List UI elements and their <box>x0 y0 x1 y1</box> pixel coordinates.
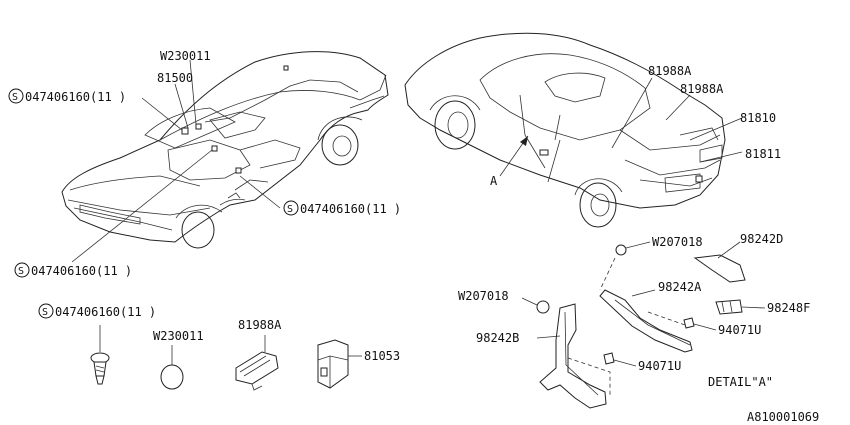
label-98242b: 98242B <box>476 331 519 345</box>
s-symbol-icon: S <box>42 307 48 318</box>
s-symbol-icon: S <box>287 204 293 215</box>
label-94071u-1: 94071U <box>718 323 761 337</box>
s-marked-label-top: S 047406160(11 ) <box>8 88 126 104</box>
label-81988a-2: 81988A <box>680 82 724 96</box>
label-81988a-part: 81988A <box>238 318 282 332</box>
small-parts <box>90 325 362 391</box>
label-w207018-left: W207018 <box>458 289 509 303</box>
label-s-bottom: 047406160(11 ) <box>31 264 132 278</box>
clip-81988a-icon <box>235 335 279 391</box>
label-98242d: 98242D <box>740 232 783 246</box>
screw-icon <box>90 325 110 385</box>
right-car-leaders <box>499 77 743 177</box>
left-car-illustration <box>61 51 389 249</box>
label-98248f: 98248F <box>767 301 810 315</box>
left-car-leaders <box>71 59 281 263</box>
label-94071u-2: 94071U <box>638 359 681 373</box>
label-81500: 81500 <box>157 71 193 85</box>
label-detail-a: DETAIL"A" <box>708 375 773 389</box>
label-81053: 81053 <box>364 349 400 363</box>
callout-labels: W230011 81500 S 047406160(11 ) S 0474061… <box>8 49 819 424</box>
s-marked-label-bottom: S 047406160(11 ) <box>14 262 132 278</box>
connector-81053-icon <box>317 339 362 389</box>
right-car-illustration <box>404 32 726 228</box>
label-w230011-part: W230011 <box>153 329 204 343</box>
label-81810: 81810 <box>740 111 776 125</box>
label-81988a-1: 81988A <box>648 64 692 78</box>
s-marked-label-parts: S 047406160(11 ) <box>38 303 156 319</box>
label-marker-a: A <box>490 174 498 188</box>
s-marked-label-mid: S 047406160(11 ) <box>283 200 401 216</box>
s-symbol-icon: S <box>12 92 18 103</box>
label-w207018-top: W207018 <box>652 235 703 249</box>
diagram-code: A810001069 <box>747 410 819 424</box>
label-98242a: 98242A <box>658 280 702 294</box>
label-w230011-top: W230011 <box>160 49 211 63</box>
grommet-icon <box>160 345 184 390</box>
s-symbol-icon: S <box>18 266 24 277</box>
label-s-top: 047406160(11 ) <box>25 90 126 104</box>
label-s-mid: 047406160(11 ) <box>300 202 401 216</box>
detail-a-illustration <box>521 241 766 409</box>
label-81811: 81811 <box>745 147 781 161</box>
label-s-left-parts: 047406160(11 ) <box>55 305 156 319</box>
